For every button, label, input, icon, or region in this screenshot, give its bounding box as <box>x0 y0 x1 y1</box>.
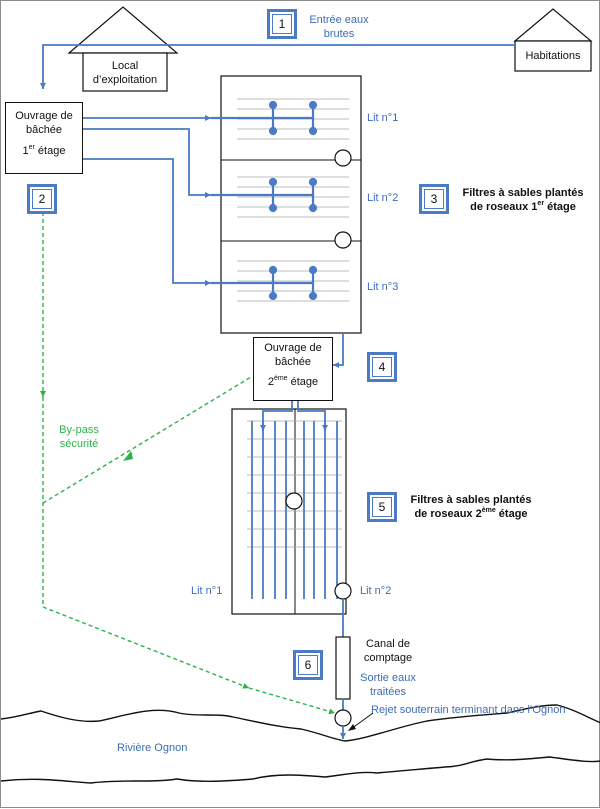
inlet-pipe <box>40 44 515 89</box>
canal-comptage-box <box>335 636 351 700</box>
step-3-badge: 3 <box>419 184 449 214</box>
filter-beds-stage1 <box>211 75 362 334</box>
step-5-badge: 5 <box>367 492 397 522</box>
lit-stage2-2-label: Lit n°2 <box>360 585 392 597</box>
riviere-ognon-label: Rivière Ognon <box>117 742 188 754</box>
bypass-lines <box>40 191 336 715</box>
step-2-badge: 2 <box>27 184 57 214</box>
lit-2-label: Lit n°2 <box>367 192 399 204</box>
stage1-outlet-pipe <box>333 333 344 368</box>
ouvrage-bachee-1-box <box>5 102 83 174</box>
step-1-badge: 1 <box>267 9 297 39</box>
lit-1-label: Lit n°1 <box>367 112 399 124</box>
habitations-house <box>513 8 593 72</box>
filtres-stage2-label: Filtres à sables plantés de roseaux 2ème… <box>410 494 532 520</box>
filter-beds-stage2 <box>231 401 352 615</box>
ouvrage-bachee-2-box <box>253 337 333 401</box>
lit-stage2-1-label: Lit n°1 <box>191 585 223 597</box>
habitations-label: Habitations <box>525 50 581 62</box>
step-6-badge: 6 <box>293 650 323 680</box>
local-exploitation-house <box>67 6 179 92</box>
step-4-badge: 4 <box>367 352 397 382</box>
river-ognon <box>1 704 600 784</box>
outlet-valve <box>334 709 352 727</box>
lit-3-label: Lit n°3 <box>367 281 399 293</box>
ouvrage-2-label: Ouvrage de bâchée 2ème étage <box>264 342 322 388</box>
rejet-label: Rejet souterrain terminant dans l’Ognon <box>371 704 566 716</box>
ouvrage-1-label: Ouvrage de bâchée 1er étage <box>15 110 73 157</box>
filtres-stage1-label: Filtres à sables plantés de roseaux 1er … <box>462 187 584 213</box>
feed-pipes-stage1 <box>83 115 211 286</box>
